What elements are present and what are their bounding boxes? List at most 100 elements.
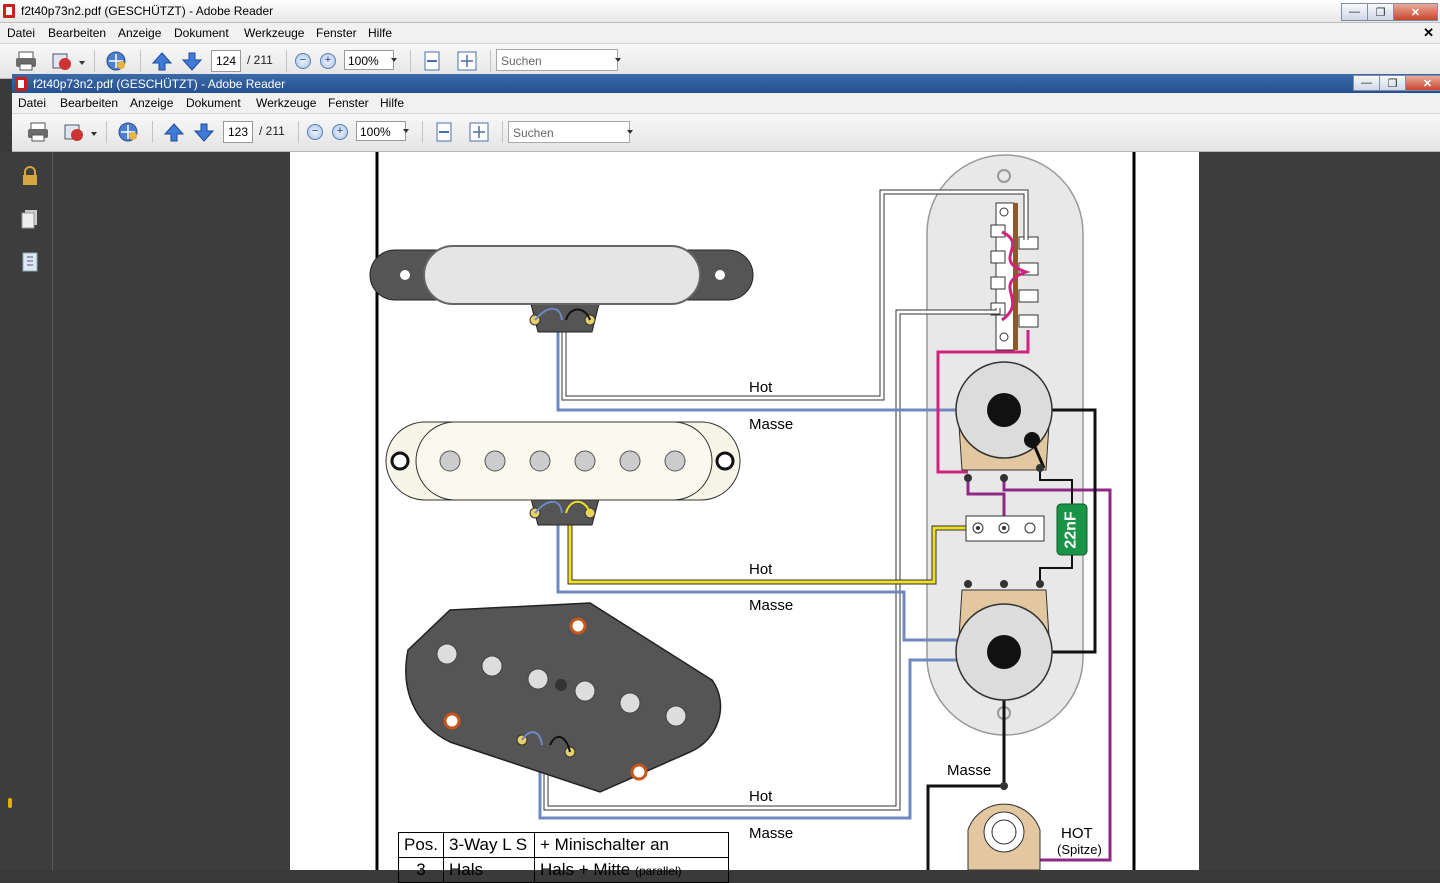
toolbar-separator	[286, 50, 287, 72]
label-hot-jack-sub: (Spitze)	[1057, 842, 1102, 857]
menu-hilfe[interactable]: Hilfe	[380, 96, 405, 110]
pdf-icon	[3, 4, 15, 18]
label-masse-middle: Masse	[749, 597, 794, 614]
toolbar-separator	[502, 121, 503, 143]
wiring-diagram	[369, 152, 1136, 870]
fit-page-icon[interactable]	[455, 50, 479, 72]
menu-fenster[interactable]: Fenster	[328, 96, 369, 110]
zoom-select[interactable]: 100%	[356, 121, 406, 141]
menu-datei[interactable]: Datei	[7, 26, 36, 40]
attachments-icon[interactable]	[21, 252, 39, 272]
share-icon[interactable]	[50, 50, 74, 72]
close-icon[interactable]: ✕	[1393, 3, 1438, 21]
arrow-up-icon[interactable]	[162, 121, 186, 143]
navigation-panel	[0, 152, 53, 870]
close-document-icon[interactable]: ✕	[1423, 25, 1434, 40]
table-header: 3-Way L S	[443, 832, 536, 858]
zoom-select[interactable]: 100%	[344, 50, 394, 70]
toolbar-separator	[140, 50, 141, 72]
collaborate-icon[interactable]	[116, 121, 140, 143]
capacitor	[1056, 503, 1088, 556]
menu-hilfe[interactable]: Hilfe	[368, 26, 393, 40]
label-masse-neck: Masse	[749, 416, 794, 433]
fit-width-icon[interactable]	[420, 50, 444, 72]
capacitor-label-wrap: 22nF	[1057, 504, 1087, 555]
inner-title-bar: f2t40p73n2.pdf (GESCHÜTZT) - Adobe Reade…	[12, 74, 1440, 94]
capacitor-label: 22nF	[1063, 510, 1080, 549]
chevron-down-icon[interactable]	[615, 58, 621, 62]
menu-datei[interactable]: Datei	[18, 96, 47, 110]
arrow-down-icon[interactable]	[192, 121, 216, 143]
toolbar-separator	[106, 121, 107, 143]
zoom-out-icon[interactable]: −	[307, 124, 323, 140]
print-icon[interactable]	[26, 121, 50, 143]
toolbar-separator	[152, 121, 153, 143]
menu-bearbeiten[interactable]: Bearbeiten	[60, 96, 119, 110]
arrow-up-icon[interactable]	[150, 50, 174, 72]
menu-anzeige[interactable]: Anzeige	[118, 26, 162, 40]
table-header: Pos.	[397, 832, 445, 858]
pdf-icon	[15, 77, 27, 91]
table-cell: Hals + Mitte (parallel)	[534, 857, 730, 883]
share-icon[interactable]	[62, 121, 86, 143]
label-hot-neck: Hot	[749, 379, 773, 396]
pages-icon[interactable]	[21, 209, 39, 229]
chevron-down-icon[interactable]	[403, 129, 409, 133]
table-row: 3 Hals Hals + Mitte (parallel)	[397, 857, 730, 883]
outer-menubar: Datei Bearbeiten Anzeige Dokument Werkze…	[0, 23, 1440, 44]
fit-page-icon[interactable]	[467, 121, 491, 143]
chevron-down-icon[interactable]	[627, 130, 633, 134]
table-header-row: Pos. 3-Way L S + Minischalter an	[397, 832, 730, 858]
page-total: / 211	[247, 53, 273, 67]
table-cell-note: (parallel)	[635, 864, 682, 878]
arrow-down-icon[interactable]	[180, 50, 204, 72]
label-hot-jack: HOT	[1061, 825, 1093, 842]
outer-toolbar: 124 / 211 − + 100% Suchen	[0, 44, 1440, 79]
inner-window-controls: — ❐ ✕	[1353, 75, 1440, 91]
menu-fenster[interactable]: Fenster	[316, 26, 357, 40]
table-cell: 3	[397, 857, 445, 883]
outer-window-controls: — ❐ ✕	[1341, 3, 1438, 21]
zoom-in-icon[interactable]: +	[320, 53, 336, 69]
menu-dokument[interactable]: Dokument	[174, 26, 229, 40]
zoom-out-icon[interactable]: −	[295, 53, 311, 69]
menu-anzeige[interactable]: Anzeige	[130, 96, 174, 110]
pdf-page	[290, 152, 1199, 870]
chevron-down-icon[interactable]	[91, 132, 97, 136]
label-hot-middle: Hot	[749, 561, 773, 578]
toolbar-separator	[94, 50, 95, 72]
table-cell: Hals	[443, 857, 536, 883]
restore-icon[interactable]: ❐	[1379, 75, 1406, 91]
page-number-input[interactable]: 123	[223, 121, 253, 143]
menu-werkzeuge[interactable]: Werkzeuge	[256, 96, 317, 110]
switch-position-table: Pos. 3-Way L S + Minischalter an 3 Hals …	[397, 832, 730, 883]
fit-width-icon[interactable]	[432, 121, 456, 143]
restore-icon[interactable]: ❐	[1367, 3, 1394, 21]
label-masse-jack: Masse	[947, 762, 992, 779]
minimize-icon[interactable]: —	[1341, 3, 1368, 21]
inner-toolbar: 123 / 211 − + 100% Suchen	[12, 114, 1440, 152]
search-input[interactable]: Suchen	[496, 49, 618, 71]
close-icon[interactable]: ✕	[1405, 75, 1440, 91]
print-icon[interactable]	[14, 50, 38, 72]
chevron-down-icon[interactable]	[391, 58, 397, 62]
page-total: / 211	[259, 124, 285, 138]
label-hot-bridge: Hot	[749, 788, 773, 805]
menu-dokument[interactable]: Dokument	[186, 96, 241, 110]
toolbar-separator	[410, 50, 411, 72]
label-masse-bridge: Masse	[749, 825, 794, 842]
menu-bearbeiten[interactable]: Bearbeiten	[48, 26, 107, 40]
lock-icon[interactable]	[21, 166, 39, 186]
collaborate-icon[interactable]	[104, 50, 128, 72]
toolbar-separator	[490, 50, 491, 72]
page-number-input[interactable]: 124	[211, 50, 241, 72]
chevron-down-icon[interactable]	[79, 61, 85, 65]
menu-werkzeuge[interactable]: Werkzeuge	[244, 26, 305, 40]
zoom-in-icon[interactable]: +	[332, 124, 348, 140]
search-input[interactable]: Suchen	[508, 121, 630, 143]
inner-menubar: Datei Bearbeiten Anzeige Dokument Werkze…	[12, 93, 1440, 114]
panel-handle[interactable]	[8, 798, 12, 808]
table-header: + Minischalter an	[534, 832, 730, 858]
minimize-icon[interactable]: —	[1353, 75, 1380, 91]
toolbar-separator	[422, 121, 423, 143]
